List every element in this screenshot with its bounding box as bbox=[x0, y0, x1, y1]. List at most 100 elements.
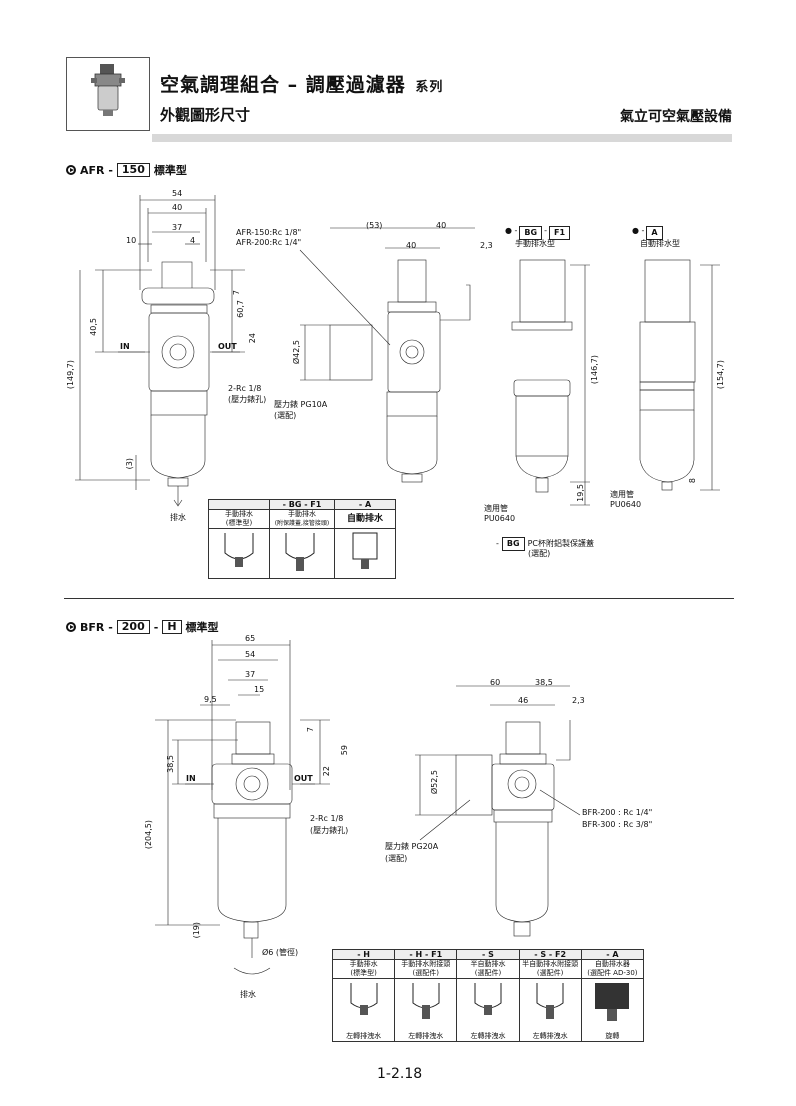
afr-drain-label: 排水 bbox=[170, 513, 186, 522]
page-subtitle: 外觀圖形尺寸 bbox=[160, 106, 251, 124]
bfr200-port: BFR-200 : Rc 1/4" bbox=[582, 808, 653, 817]
afr-options-table: - BG - F1 - A 手動排水(標準型) 手動排水(附保護蓋,接管接頭) … bbox=[208, 499, 396, 579]
bfr-side-dim-52-5: Ø52,5 bbox=[430, 770, 439, 795]
bg-note-prefix: - bbox=[496, 539, 499, 548]
afr-dim-10: 10 bbox=[126, 236, 137, 245]
bg-note-box: BG bbox=[501, 537, 525, 551]
bfr-prefix: BFR - bbox=[80, 620, 113, 634]
afr-prefix: AFR - bbox=[80, 163, 113, 177]
manual-drain-icon bbox=[224, 533, 254, 567]
afr-model-name: 標準型 bbox=[153, 164, 187, 177]
bfr-dim-204-5: (204,5) bbox=[144, 820, 153, 850]
bg-drain-icon bbox=[285, 533, 315, 571]
bfr-note-2: 左轉排洩水 bbox=[470, 1032, 506, 1040]
bfr-td-1: 手動排水附接頭(選配件) bbox=[394, 959, 458, 979]
bfr-th-2: - S bbox=[456, 949, 520, 960]
bg-tube-model: PU0640 bbox=[484, 514, 516, 523]
afr-td-img-0 bbox=[208, 528, 270, 579]
bfr-dim-38-5: 38,5 bbox=[166, 755, 175, 773]
bfr-td-img-0: 左轉排洩水 bbox=[331, 978, 396, 1042]
bfr-tube-label: Ø6 (管徑) bbox=[262, 948, 299, 957]
afr-td-img-1 bbox=[268, 528, 336, 579]
bfr-td-0: 手動排水(標準型) bbox=[331, 959, 396, 979]
bfr-th-3: - S - F2 bbox=[518, 949, 582, 960]
afr-port-sub: (壓力錶孔) bbox=[228, 395, 267, 404]
bfr-options-table: - H - H - F1 - S - S - F2 - A 手動排水(標準型) … bbox=[331, 949, 645, 1042]
afr200-port: AFR-200:Rc 1/4" bbox=[236, 238, 302, 247]
h-drain-icon bbox=[350, 983, 378, 1015]
afr-section-title: AFR - 150 標準型 bbox=[66, 162, 187, 178]
bfr-note-3: 左轉排洩水 bbox=[532, 1032, 568, 1040]
bullet-arrow-icon bbox=[66, 165, 76, 175]
bfr-side-dim-46: 46 bbox=[518, 696, 529, 705]
s-drain-icon bbox=[474, 983, 502, 1015]
bg-note-sub: (選配) bbox=[528, 549, 551, 558]
page-title: 空氣調理組合 – 調壓過濾器 系列 bbox=[160, 70, 443, 97]
bg-variant-label: 手動排水型 bbox=[515, 239, 555, 248]
sf2-drain-icon bbox=[536, 983, 564, 1019]
afr-drawing bbox=[75, 195, 720, 507]
page-number: 1-2.18 bbox=[377, 1066, 423, 1082]
bfr-dim-19: (19) bbox=[192, 922, 201, 939]
bfr-dim-7: 7 bbox=[306, 727, 315, 733]
hf1-drain-icon bbox=[412, 983, 440, 1019]
bfr-dim-37: 37 bbox=[245, 670, 256, 679]
bfr-td-img-3: 左轉排洩水 bbox=[518, 978, 582, 1042]
bfr-dim-9-5: 9,5 bbox=[204, 695, 217, 704]
bfr-drawing bbox=[155, 640, 581, 975]
bfr-side-dim-60: 60 bbox=[490, 678, 501, 687]
bfr-side-dim-2-3: 2,3 bbox=[572, 696, 585, 705]
f1-box: F1 bbox=[548, 226, 571, 240]
bfr300-port: BFR-300 : Rc 3/8" bbox=[582, 820, 653, 829]
afr-a-variant-title: ● - A bbox=[632, 226, 663, 240]
afr-out-label: OUT bbox=[218, 342, 237, 351]
bfr-th-0: - H bbox=[331, 949, 396, 960]
afr-bg-variant-title: ● - BG - F1 bbox=[505, 226, 571, 240]
afr-dim-4: 4 bbox=[190, 236, 196, 245]
afr-gauge-sub: (選配) bbox=[274, 411, 297, 420]
section-divider bbox=[64, 598, 734, 599]
a-box: A bbox=[646, 226, 663, 240]
bfr-out-label: OUT bbox=[294, 774, 313, 783]
a-variant-label: 自動排水型 bbox=[640, 239, 680, 248]
bfr-th-1: - H - F1 bbox=[394, 949, 458, 960]
bfr-model-name: 標準型 bbox=[185, 621, 219, 634]
title-series: 系列 bbox=[415, 80, 444, 95]
product-thumbnail bbox=[66, 57, 150, 131]
bfr-port-sub: (壓力錶孔) bbox=[310, 826, 349, 835]
header-bar bbox=[152, 134, 732, 142]
bfr-port-label: 2-Rc 1/8 bbox=[310, 814, 344, 823]
bg-tube: 適用管 bbox=[484, 504, 508, 513]
bfr-dash: - bbox=[153, 620, 159, 634]
bfr-dim-59: 59 bbox=[340, 745, 349, 756]
afr-in-label: IN bbox=[120, 342, 130, 351]
bfr-td-3: 半自動排水附接頭(選配件) bbox=[518, 959, 582, 979]
bg-box: BG bbox=[519, 226, 543, 240]
bfr-td-img-2: 左轉排洩水 bbox=[456, 978, 520, 1042]
bfr-td-img-4: 旋轉 bbox=[580, 978, 645, 1042]
bfr-gauge-sub: (選配) bbox=[385, 854, 408, 863]
bfr-dim-65: 65 bbox=[245, 634, 256, 643]
bfr-note-1: 左轉排洩水 bbox=[408, 1032, 444, 1040]
bfr-side-dim-38-5: 38,5 bbox=[535, 678, 553, 687]
auto-drain-ad30-icon bbox=[595, 983, 630, 1021]
bullet-arrow-icon bbox=[66, 622, 76, 632]
bg-note: - BG PC杯附鋁製保護蓋 bbox=[496, 537, 594, 551]
auto-drain-icon bbox=[352, 532, 378, 569]
a-dot: ● - bbox=[632, 226, 645, 235]
bfr-h-box: H bbox=[162, 620, 182, 634]
bg-note-text: PC杯附鋁製保護蓋 bbox=[527, 539, 594, 548]
bfr-note-4: 旋轉 bbox=[605, 1032, 620, 1040]
afr-side-dim-40a: 40 bbox=[436, 221, 447, 230]
bfr-note-0: 左轉排洩水 bbox=[346, 1032, 382, 1040]
bfr-gauge-label: 壓力錶 PG20A bbox=[385, 842, 439, 851]
bfr-drain-label: 排水 bbox=[240, 990, 256, 999]
bfr-section-title: BFR - 200 - H 標準型 bbox=[66, 619, 219, 635]
bfr-td-4: 自動排水器(選配件 AD-30) bbox=[580, 959, 645, 979]
title-text: 空氣調理組合 – 調壓過濾器 bbox=[160, 74, 406, 96]
afr-side-dim-53: (53) bbox=[366, 221, 383, 230]
afr-dim-40: 40 bbox=[172, 203, 183, 212]
afr-gauge-label: 壓力錶 PG10A bbox=[274, 400, 328, 409]
afr-side-dim-40b: 40 bbox=[406, 241, 417, 250]
bg-dot: ● - bbox=[505, 226, 518, 235]
